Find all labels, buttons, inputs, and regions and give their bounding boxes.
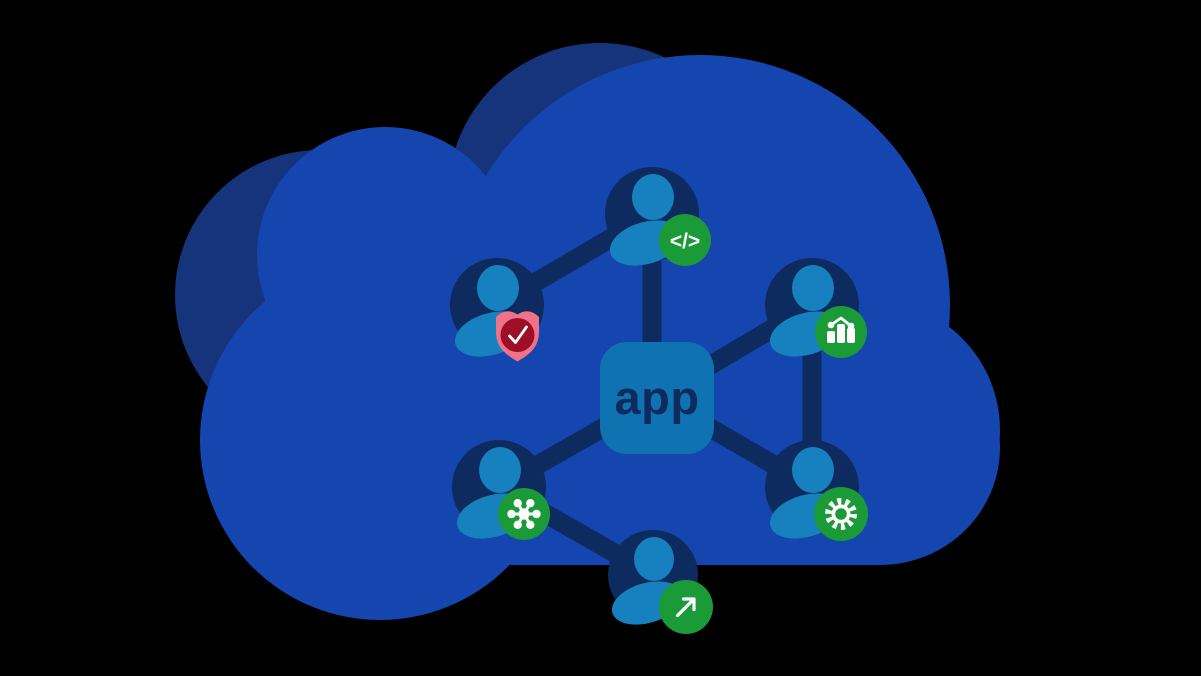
person-icon bbox=[479, 447, 521, 493]
gear-badge bbox=[814, 487, 868, 541]
person-icon bbox=[792, 265, 834, 311]
person-icon bbox=[792, 447, 834, 493]
analytics-bars-icon bbox=[827, 316, 855, 343]
network-hub-icon bbox=[507, 499, 541, 529]
analytics-badge bbox=[815, 306, 867, 358]
code-badge: </> bbox=[659, 214, 711, 266]
person-icon bbox=[632, 174, 674, 220]
arrow-up-right-icon bbox=[675, 597, 696, 618]
gear-icon bbox=[825, 498, 857, 530]
arrow-badge bbox=[659, 580, 713, 634]
network-hub-badge bbox=[498, 488, 550, 540]
shield-check-badge bbox=[496, 311, 539, 362]
app-label: app bbox=[614, 371, 699, 424]
app-node: app bbox=[600, 342, 714, 454]
code-icon: </> bbox=[670, 230, 700, 253]
person-icon bbox=[477, 265, 519, 311]
person-icon bbox=[634, 537, 674, 581]
